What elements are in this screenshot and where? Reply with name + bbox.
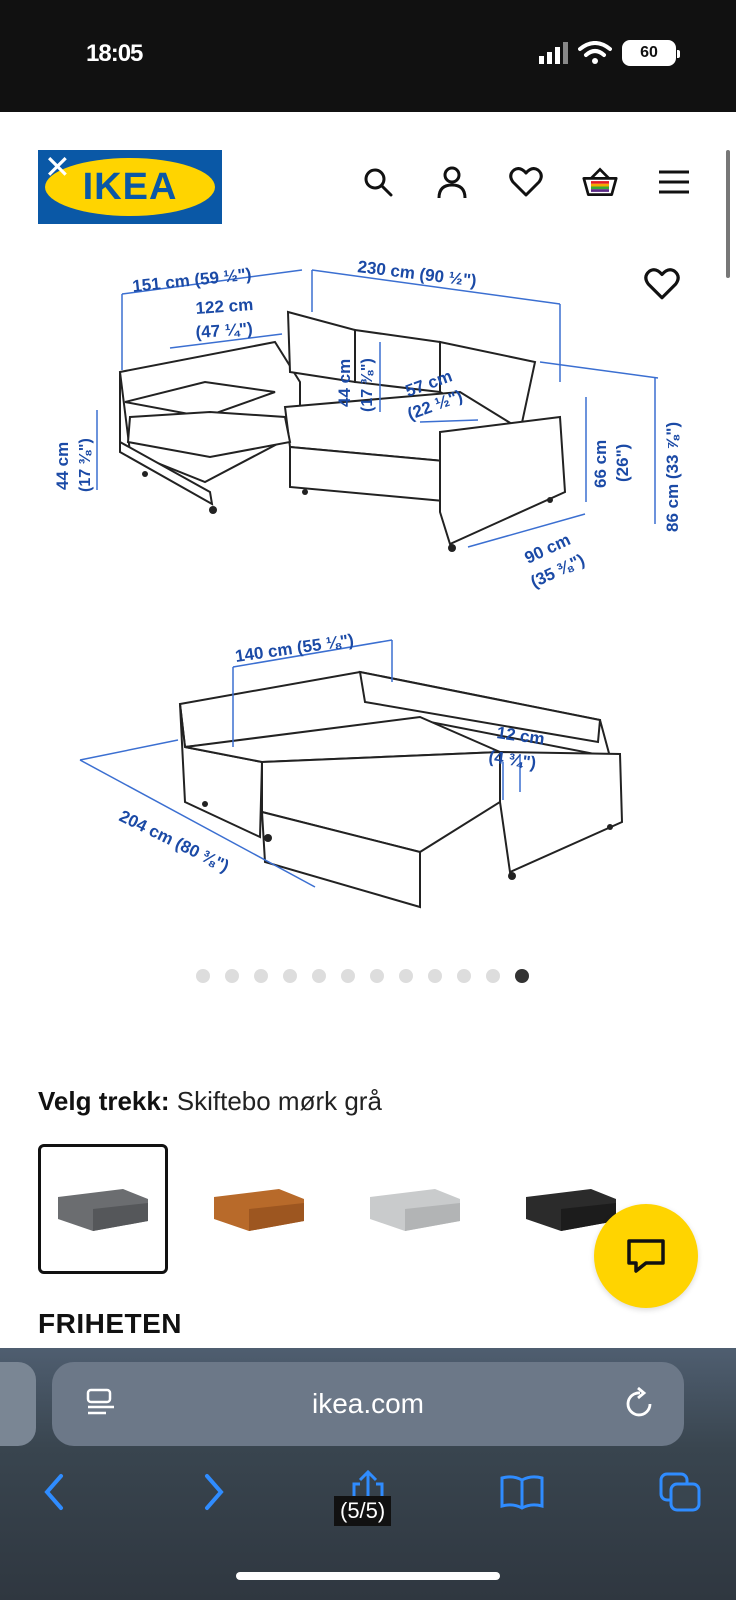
browser-toolbar bbox=[0, 1458, 736, 1528]
carousel-dot[interactable] bbox=[341, 969, 355, 983]
search-icon[interactable] bbox=[360, 164, 396, 200]
cover-swatches bbox=[38, 1144, 636, 1274]
swatch-black[interactable] bbox=[506, 1144, 636, 1274]
battery-icon: 60 bbox=[622, 40, 680, 66]
home-indicator[interactable] bbox=[236, 1572, 500, 1580]
carousel-dot[interactable] bbox=[457, 969, 471, 983]
carousel-dot[interactable] bbox=[399, 969, 413, 983]
cover-value: Skiftebo mørk grå bbox=[176, 1086, 382, 1116]
carousel-dot[interactable] bbox=[428, 969, 442, 983]
page-scrollbar[interactable] bbox=[726, 150, 730, 278]
status-icons: 60 bbox=[539, 40, 680, 66]
bookmarks-icon[interactable] bbox=[498, 1468, 546, 1516]
site-header: IKEA ✕ bbox=[0, 112, 736, 242]
address-bar[interactable]: ikea.com bbox=[52, 1362, 684, 1446]
logo-text: IKEA bbox=[82, 165, 178, 208]
dim-seat-height-b: (17 ⅜") bbox=[77, 438, 94, 492]
dim-back-height-b: (17 ⅜") bbox=[359, 358, 376, 412]
status-bar: 18:05 60 bbox=[0, 0, 736, 112]
swatch-dark-grey[interactable] bbox=[38, 1144, 168, 1274]
browser-chrome: ikea.com (5/5) bbox=[0, 1348, 736, 1600]
basket-icon[interactable] bbox=[582, 164, 618, 200]
page-counter: (5/5) bbox=[334, 1496, 392, 1526]
product-dimension-image[interactable]: 151 cm (59 ½") 230 cm (90 ½") 122 cm (47… bbox=[0, 242, 736, 942]
carousel-dot[interactable] bbox=[225, 969, 239, 983]
url-text: ikea.com bbox=[311, 1388, 425, 1419]
user-icon[interactable] bbox=[434, 164, 470, 200]
status-time: 18:05 bbox=[86, 40, 143, 67]
close-icon[interactable]: ✕ bbox=[44, 149, 71, 185]
dim-arm-height-b: (26") bbox=[613, 444, 632, 482]
reload-icon[interactable] bbox=[624, 1386, 656, 1425]
carousel-dot-active[interactable] bbox=[515, 969, 529, 983]
cover-label: Velg trekk: bbox=[38, 1086, 170, 1116]
cover-selection-label: Velg trekk: Skiftebo mørk grå bbox=[38, 1086, 382, 1117]
dim-seat-height-a: 44 cm bbox=[53, 442, 72, 490]
swatch-light-grey[interactable] bbox=[350, 1144, 480, 1274]
tabs-icon[interactable] bbox=[656, 1468, 704, 1516]
carousel-dot[interactable] bbox=[486, 969, 500, 983]
dim-chaise-seat-a: 122 cm bbox=[195, 295, 254, 318]
ikea-logo[interactable]: IKEA bbox=[38, 150, 222, 224]
image-carousel-dots bbox=[196, 969, 529, 983]
signal-icon bbox=[539, 42, 568, 64]
swatch-orange[interactable] bbox=[194, 1144, 324, 1274]
carousel-dot[interactable] bbox=[254, 969, 268, 983]
product-name: FRIHETEN bbox=[38, 1308, 182, 1339]
dim-arm-height-a: 66 cm bbox=[591, 440, 610, 488]
heart-icon[interactable] bbox=[508, 164, 544, 200]
dim-total-width: 230 cm (90 ½") bbox=[357, 257, 478, 290]
add-to-wishlist-icon[interactable] bbox=[644, 268, 680, 305]
dim-chaise-width: 151 cm (59 ½") bbox=[131, 265, 252, 296]
carousel-dot[interactable] bbox=[370, 969, 384, 983]
carousel-dot[interactable] bbox=[312, 969, 326, 983]
dim-chaise-seat-b: (47 ¼") bbox=[195, 319, 253, 342]
dim-bed-width: 140 cm (55 ⅛") bbox=[234, 631, 355, 666]
chat-button[interactable] bbox=[594, 1204, 698, 1308]
chat-icon bbox=[627, 1239, 665, 1273]
carousel-dot[interactable] bbox=[196, 969, 210, 983]
forward-icon[interactable] bbox=[190, 1468, 238, 1516]
carousel-dot[interactable] bbox=[283, 969, 297, 983]
back-icon[interactable] bbox=[30, 1468, 78, 1516]
previous-tab-peek[interactable] bbox=[0, 1362, 36, 1446]
reader-mode-icon[interactable] bbox=[86, 1388, 116, 1423]
wifi-icon bbox=[578, 41, 612, 64]
menu-icon[interactable] bbox=[656, 164, 692, 200]
dim-total-height: 86 cm (33 ⅞") bbox=[663, 422, 682, 532]
dim-back-height-a: 44 cm bbox=[335, 359, 354, 407]
header-nav bbox=[360, 164, 692, 200]
